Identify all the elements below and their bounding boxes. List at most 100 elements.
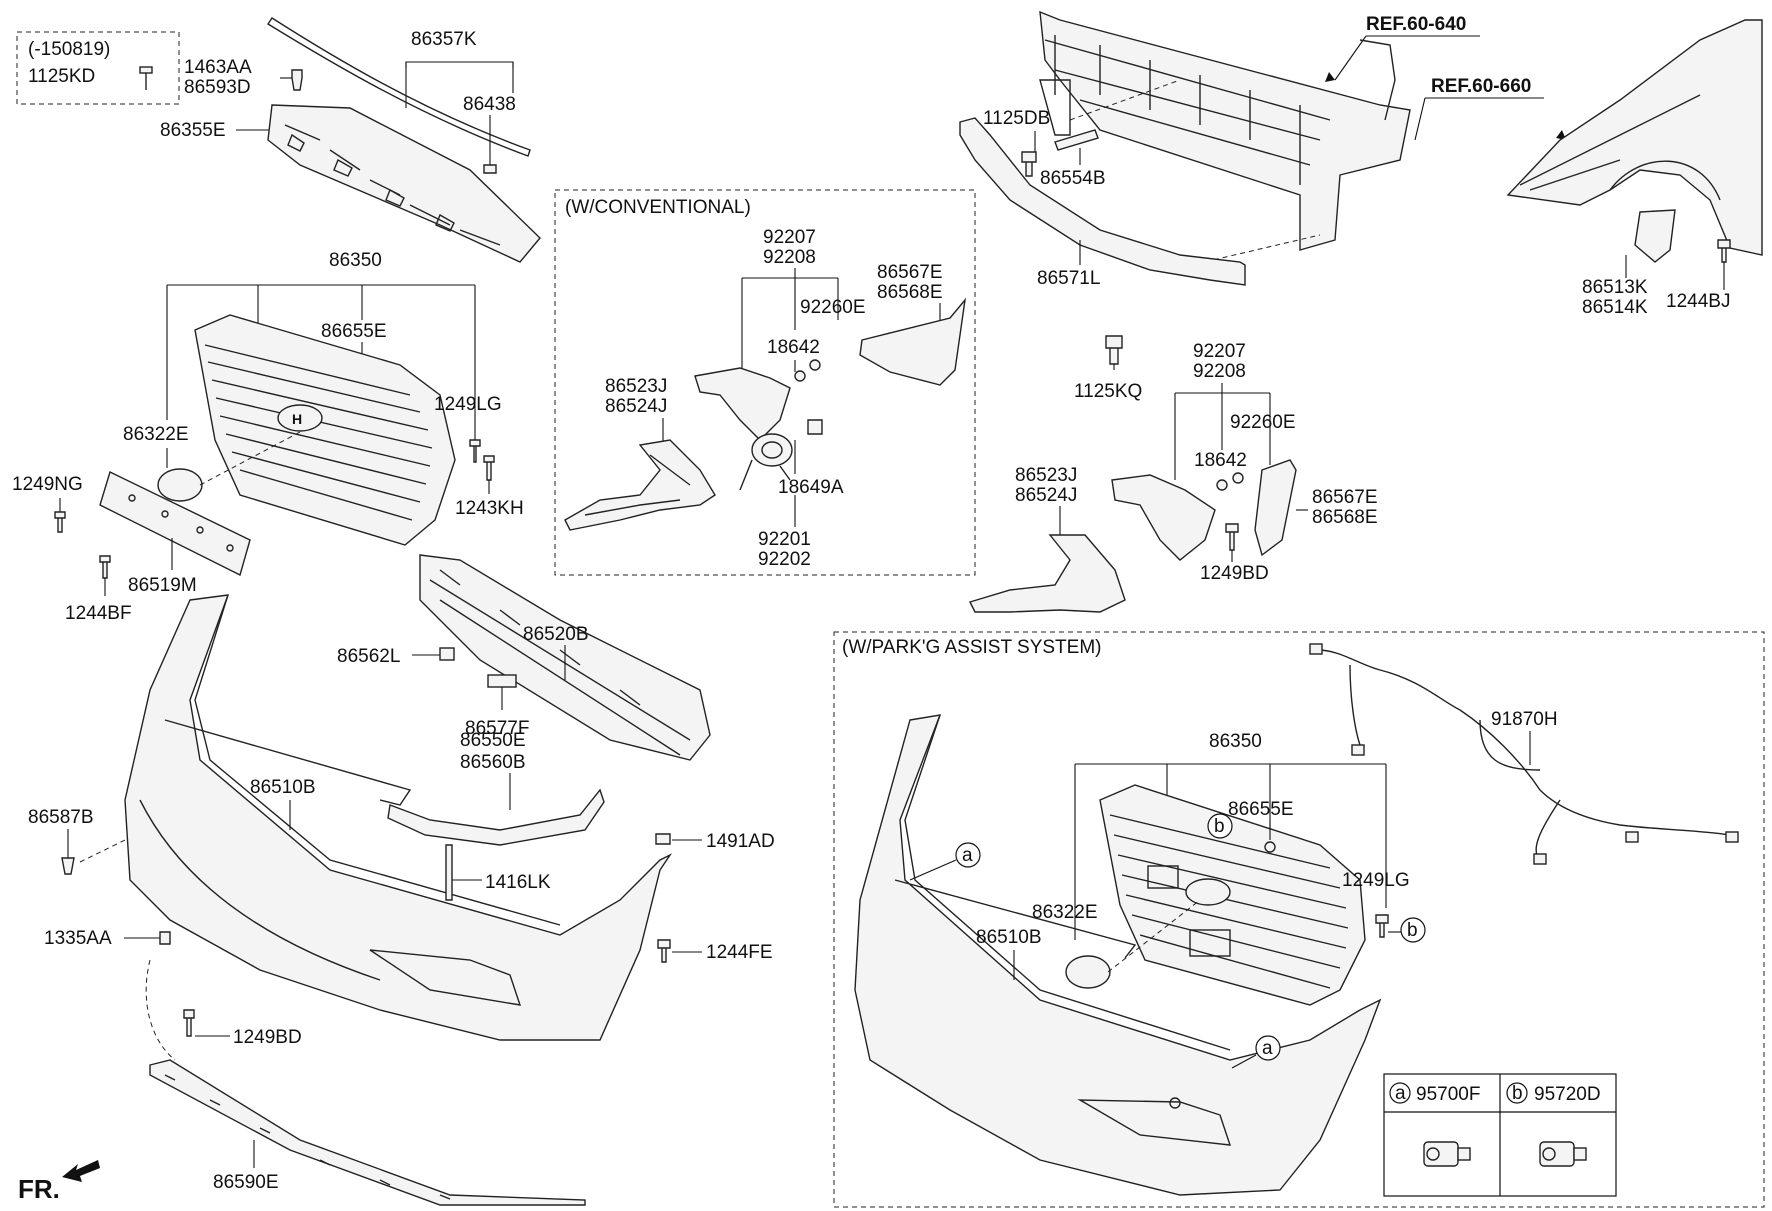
label-p91870H: 91870H [1491,709,1558,730]
cover-r86567E [1254,459,1297,557]
nut-r92260E [1232,472,1244,484]
label-pa1249LG: 1249LG [1342,870,1410,891]
label-1244FE: 1244FE [706,942,773,963]
nut-92260E [809,359,821,371]
callout-a-lower: a [1231,1035,1281,1069]
label-park-title: (W/PARK'G ASSIST SYSTEM) [842,637,1101,658]
label-c18649A: 18649A [778,477,844,498]
label-c92201: 92201 [758,529,811,550]
label-86655E-top: 86655E [321,321,387,342]
label-r86568E: 86568E [1312,507,1378,528]
label-r92207: 92207 [1193,341,1246,362]
seal-strip-86357K [267,17,531,157]
label-86562L: 86562L [337,646,400,667]
upper-cover-86355E [267,104,541,263]
bracket-86550E [387,788,605,846]
label-1125DB: 1125DB [983,108,1050,129]
conventional-box [554,189,976,576]
label-c92260E: 92260E [800,297,866,318]
label-ref60660: REF.60-660 [1431,76,1531,97]
screw-1244FE [657,939,671,963]
harness-connector-2 [1351,744,1365,756]
fog-bracket [694,367,791,441]
bumper-cover-main [124,594,673,1041]
label-1335AA: 1335AA [44,928,112,949]
sensor-95700F-icon [1423,1141,1471,1167]
legend-b-code: 95720D [1534,1084,1601,1105]
bolt-1125DB [1021,151,1037,177]
grille-86350: H [194,314,456,546]
label-86350-top: 86350 [329,250,382,271]
label-c92202: 92202 [758,549,811,570]
clip-1463AA [291,69,303,91]
label-r1249BD: 1249BD [1200,563,1269,584]
harness-connector-5 [1725,831,1739,843]
label-86590E: 86590E [213,1172,279,1193]
harness-connector-4 [1625,831,1639,843]
label-86438: 86438 [463,94,516,115]
screw-1249NG [54,511,66,533]
bezel-r86523J [969,534,1126,613]
legend-a-code: 95700F [1416,1084,1480,1105]
socket-18649A [807,419,823,435]
svg-text:a: a [1262,1038,1273,1059]
label-1491AD: 1491AD [706,831,775,852]
label-1244BF: 1244BF [65,603,132,624]
front-arrow-icon [62,1160,100,1182]
label-r86523J: 86523J [1015,465,1077,486]
label-pa86322E: 86322E [1032,902,1098,923]
bezel-86523J [564,439,716,531]
label-r86567E: 86567E [1312,487,1378,508]
label-c18642: 18642 [767,337,820,358]
date-code-box [16,31,180,105]
pad-86562L [439,647,455,661]
label-86510B-main: 86510B [250,777,316,798]
callout-b-upper: b [1207,813,1233,839]
label-1416LK: 1416LK [485,872,551,893]
bolt-1125KD [139,66,153,90]
cap-86587B [61,857,75,875]
label-pa86350: 86350 [1209,731,1262,752]
label-1125KD: 1125KD [28,66,95,87]
label-1249LG-top: 1249LG [434,394,502,415]
callout-b-lower: b [1388,917,1426,943]
label-fr: FR. [18,1174,60,1204]
label-r92208: 92208 [1193,361,1246,382]
label-c92207: 92207 [763,227,816,248]
label-c92208: 92208 [763,247,816,268]
label-c86567E: 86567E [877,262,943,283]
label-86513K: 86513K [1582,277,1648,298]
label-86322E-top: 86322E [123,424,189,445]
label-86593D: 86593D [184,77,251,98]
label-r18642: 18642 [1194,450,1247,471]
svg-text:b: b [1214,816,1225,837]
label-1249BD-main: 1249BD [233,1027,302,1048]
screw-r1249BD [1225,523,1239,551]
sensor-legend-table: a 95700F b 95720D [1383,1073,1617,1197]
harness-91870H [1317,649,1731,861]
nut-r18642 [1216,479,1228,491]
label-1125KQ: 1125KQ [1074,381,1142,402]
clip-1491AD [655,833,671,845]
label-86571L: 86571L [1037,268,1100,289]
emblem-pa86322E [1065,955,1111,989]
bumper-cover-park-assist [854,714,1382,1196]
clip-86554B [1054,129,1099,151]
legend-a-letter: a [1395,1083,1406,1104]
screw-1244BF [99,555,111,579]
label-c86568E: 86568E [877,282,943,303]
bolt-1125KQ [1105,335,1123,365]
label-86587B: 86587B [28,807,94,828]
label-conventional-title: (W/CONVENTIONAL) [565,197,751,218]
lower-skirt-86590E [145,959,586,1206]
absorber-86571L [959,117,1246,286]
label-86560B: 86560B [460,752,526,773]
label-86355E: 86355E [160,120,226,141]
park-assist-box [833,631,1765,1208]
label-86520B: 86520B [523,624,589,645]
lamp-cover-86567E [859,297,967,386]
pad-86577F [487,674,517,688]
screw-1243KH [483,455,495,481]
label-r92260E: 92260E [1230,412,1296,433]
